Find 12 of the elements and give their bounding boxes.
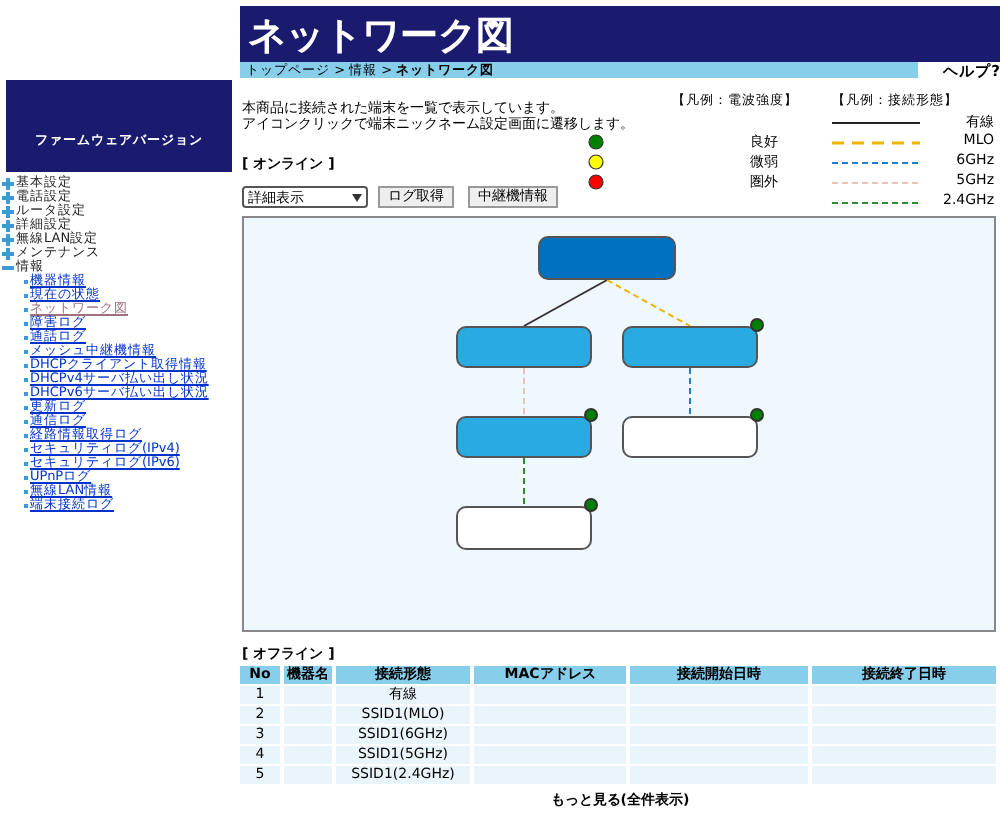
connection-line <box>523 279 608 327</box>
connection-line <box>606 279 691 327</box>
device-node <box>538 236 676 280</box>
device-node <box>456 416 592 458</box>
connection-line <box>523 457 525 507</box>
connection-line <box>689 367 691 417</box>
device-node <box>456 326 592 368</box>
device-node <box>622 326 758 368</box>
connection-line <box>523 367 525 417</box>
device-node <box>622 416 758 458</box>
page-title: ネットワーク図 <box>248 12 514 62</box>
device-node <box>456 506 592 550</box>
